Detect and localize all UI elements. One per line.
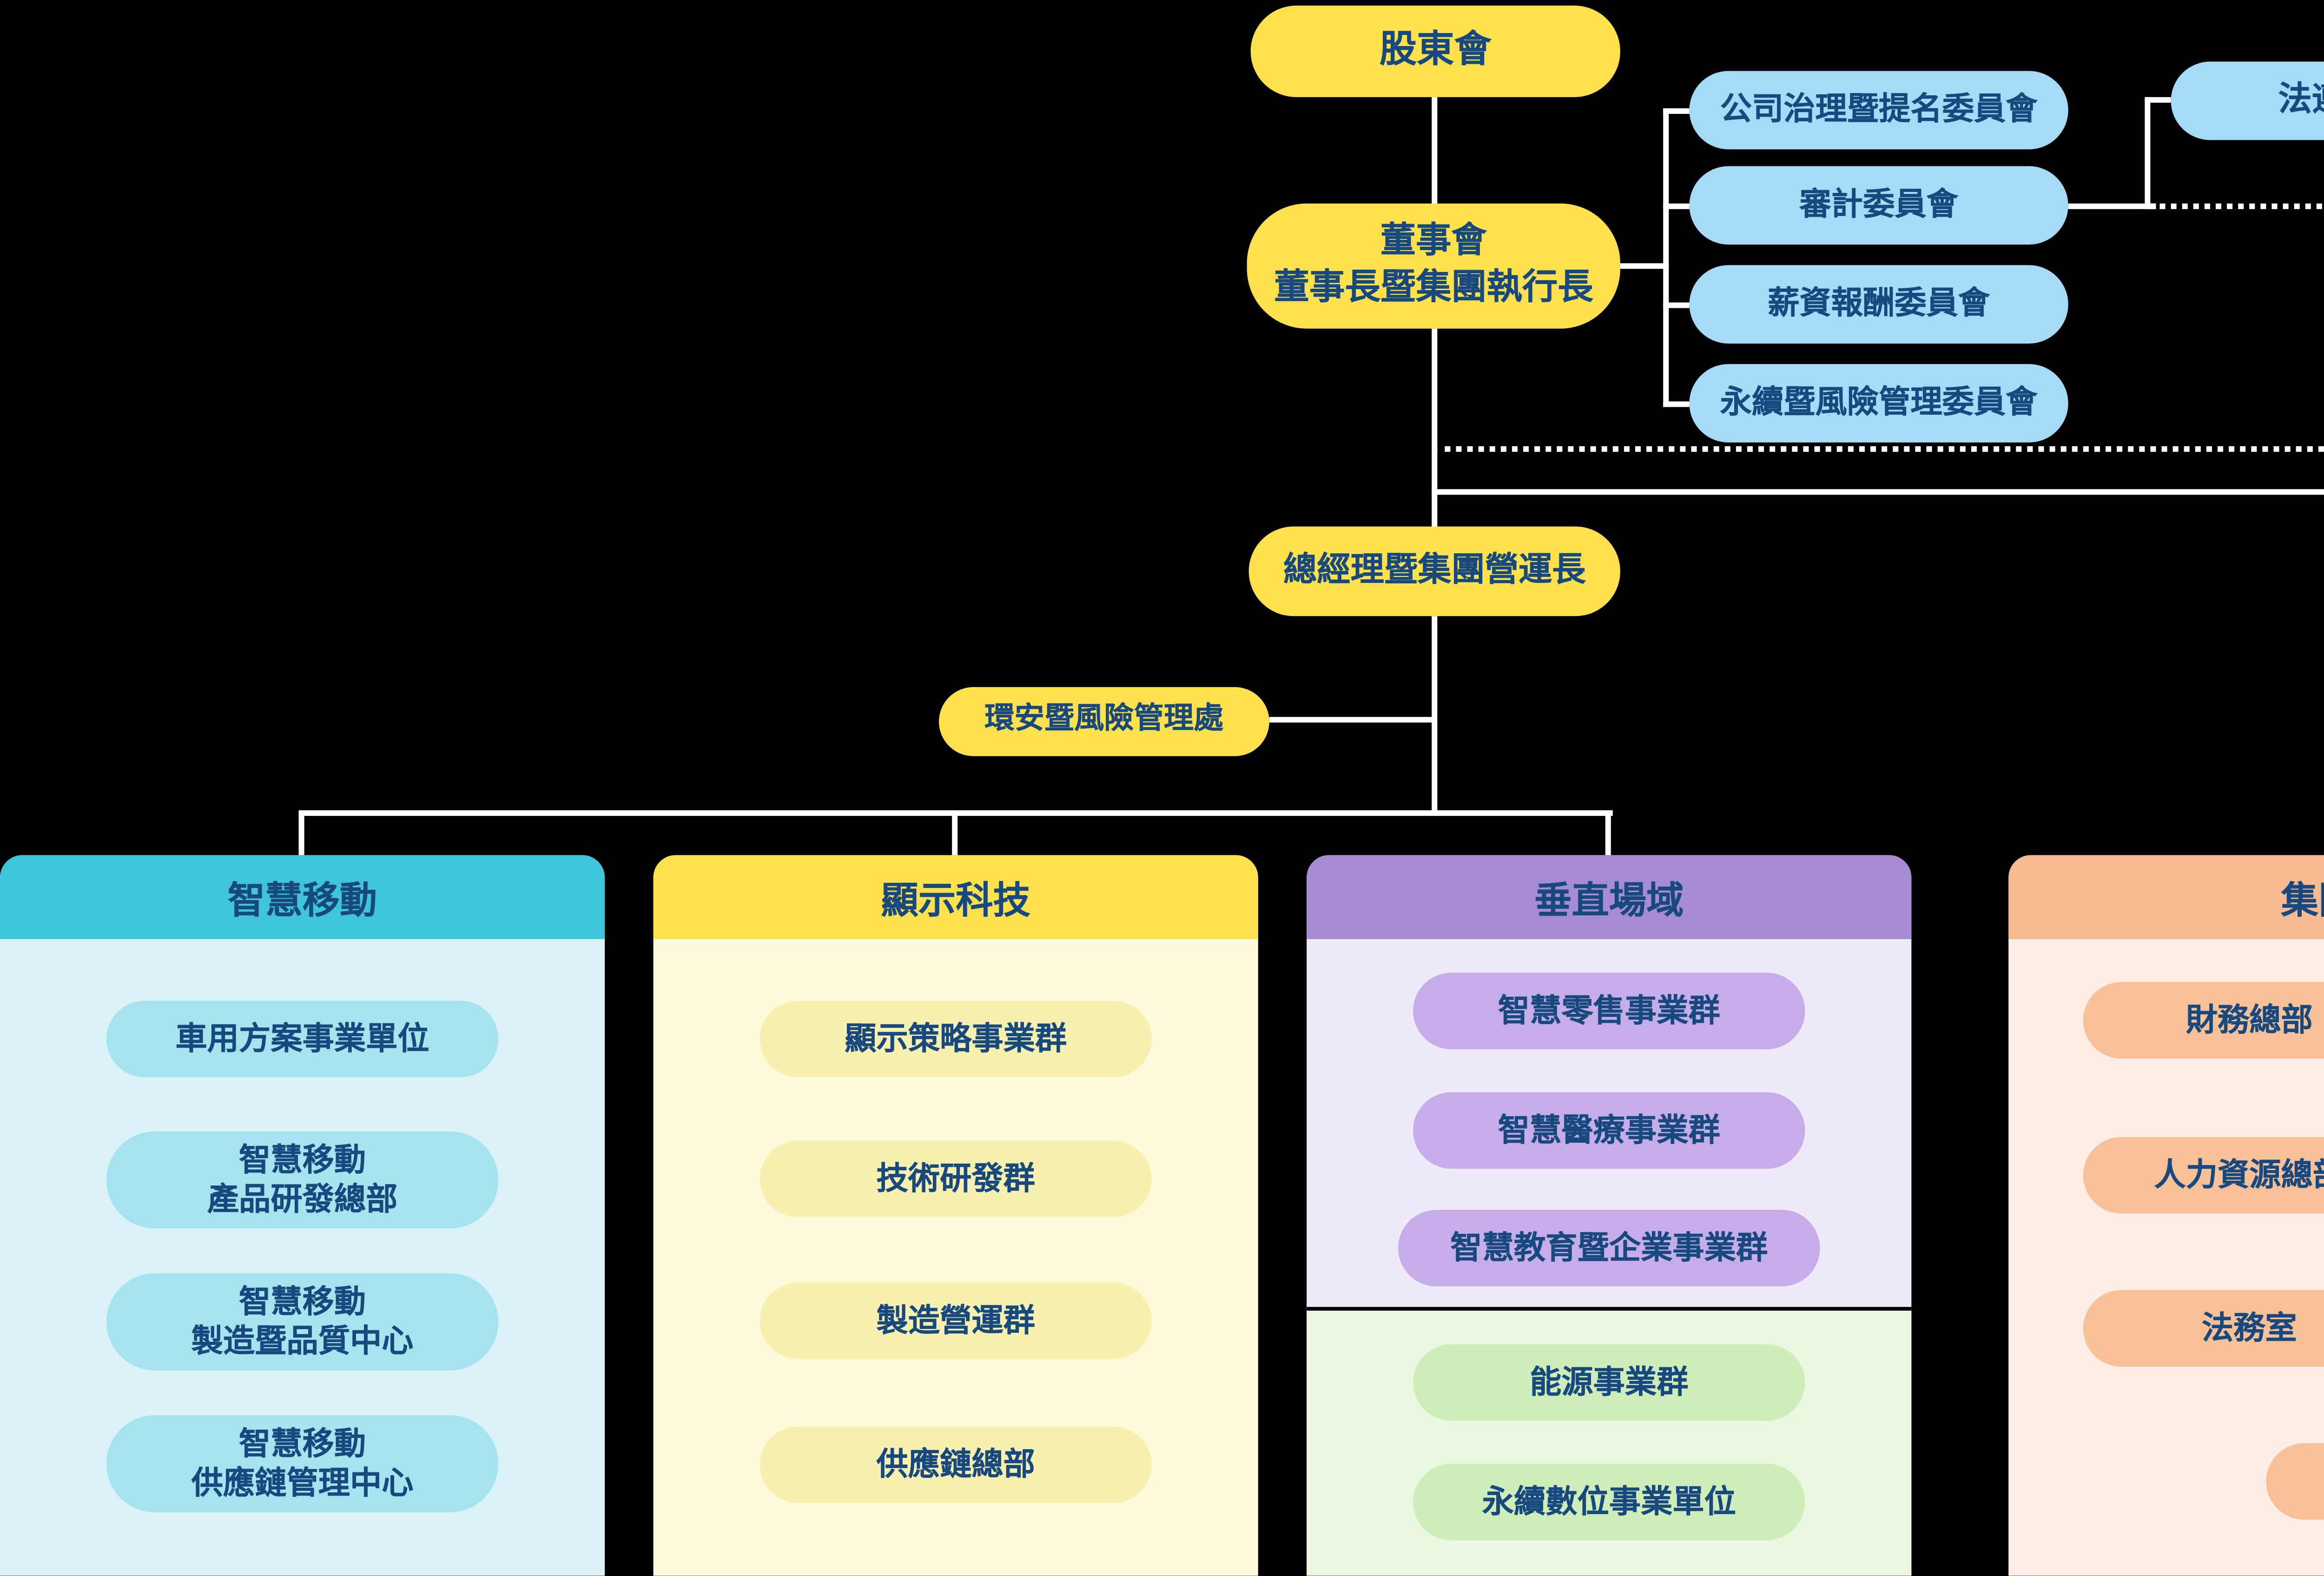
node-finance-hq: 財務總部 — [2083, 982, 2324, 1059]
node-supply-chain-hq: 供應鏈總部 — [759, 1426, 1152, 1503]
node-president-coo: 總經理暨集團營運長 — [1248, 526, 1620, 616]
line-board-president — [1432, 328, 1438, 527]
line-ehs-trunk — [1269, 717, 1432, 723]
node-legal-office: 法務室 — [2083, 1290, 2324, 1367]
group-operation-support-units: 集團營運支援單位 財務總部 數位技術發展總部 人力資源總部 永續發展總部 法務室… — [2008, 855, 2324, 1576]
node-sm-supply-chain-center: 智慧移動 供應鏈管理中心 — [106, 1415, 499, 1512]
line-shareholders-board — [1432, 97, 1438, 205]
line-trunk-support-h — [1432, 489, 2324, 495]
group-smart-mobility: 智慧移動 車用方案事業單位 智慧移動 產品研發總部 智慧移動 製造暨品質中心 智… — [0, 855, 605, 1576]
line-bracket-arm-4 — [1663, 401, 1690, 407]
node-board-of-directors: 董事會 董事長暨集團執行長 — [1247, 203, 1620, 329]
line-bracket-arm-2 — [1663, 203, 1690, 209]
node-internal-audit-office: 稽核管理處 — [2266, 1443, 2324, 1520]
node-committee-governance-nomination: 公司治理暨提名委員會 — [1689, 71, 2068, 150]
line-drop-smart-mobility — [298, 810, 304, 855]
node-smart-retail-bg: 智慧零售事業群 — [1413, 973, 1805, 1049]
group-operation-support-title: 集團營運支援單位 — [2008, 855, 2324, 940]
group-vertical-domains-title: 垂直場域 — [1307, 855, 1912, 940]
node-chief-compliance-counsel: 法遵總顧問 — [2171, 61, 2324, 140]
node-sm-mfg-quality-center: 智慧移動 製造暨品質中心 — [106, 1273, 499, 1371]
node-smart-medical-bg: 智慧醫療事業群 — [1413, 1092, 1805, 1169]
node-sm-product-rd-hq: 智慧移動 產品研發總部 — [106, 1131, 499, 1229]
line-bracket-vertical — [1663, 108, 1669, 407]
node-manufacturing-operations-group: 製造營運群 — [759, 1282, 1152, 1359]
group-vertical-domains: 垂直場域 智慧零售事業群 智慧醫療事業群 智慧教育暨企業事業群 能源事業群 永續… — [1307, 855, 1912, 1576]
dotted-line-audit-right-edge — [2150, 203, 2324, 209]
group-smart-mobility-title: 智慧移動 — [0, 855, 605, 940]
node-display-strategy-bg: 顯示策略事業群 — [759, 1000, 1152, 1078]
node-energy-bg: 能源事業群 — [1413, 1344, 1805, 1421]
group-display-technology: 顯示科技 顯示策略事業群 技術研發群 製造營運群 供應鏈總部 — [653, 855, 1258, 1576]
line-president-distribution — [1432, 616, 1438, 814]
node-committee-audit: 審計委員會 — [1689, 166, 2068, 245]
node-sustainable-digital-bu: 永續數位事業單位 — [1413, 1463, 1805, 1541]
node-shareholders-meeting: 股東會 — [1250, 6, 1620, 97]
node-automotive-solutions-bu: 車用方案事業單位 — [106, 1000, 499, 1078]
dotted-line-compliance-trunk — [1432, 446, 2324, 452]
node-committee-compensation: 薪資報酬委員會 — [1689, 265, 2068, 344]
node-ehs-risk-office: 環安暨風險管理處 — [939, 687, 1269, 756]
line-drop-vertical-domain — [1605, 810, 1611, 855]
line-bracket-arm-1 — [1663, 108, 1690, 114]
node-committee-sustainability-risk: 永續暨風險管理委員會 — [1689, 364, 2068, 443]
line-bracket-arm-3 — [1663, 302, 1690, 308]
node-smart-education-enterprise-bg: 智慧教育暨企業事業群 — [1398, 1210, 1820, 1287]
line-drop-display-tech — [952, 810, 958, 855]
node-human-resources-hq: 人力資源總部 — [2083, 1137, 2324, 1214]
line-audit-compliance-h2 — [2145, 97, 2171, 103]
line-board-bracket — [1620, 263, 1669, 269]
group-display-technology-title: 顯示科技 — [653, 855, 1258, 940]
line-audit-compliance-h1 — [2068, 203, 2151, 209]
line-audit-compliance-v — [2145, 97, 2151, 209]
node-technology-rd-group: 技術研發群 — [759, 1140, 1152, 1218]
